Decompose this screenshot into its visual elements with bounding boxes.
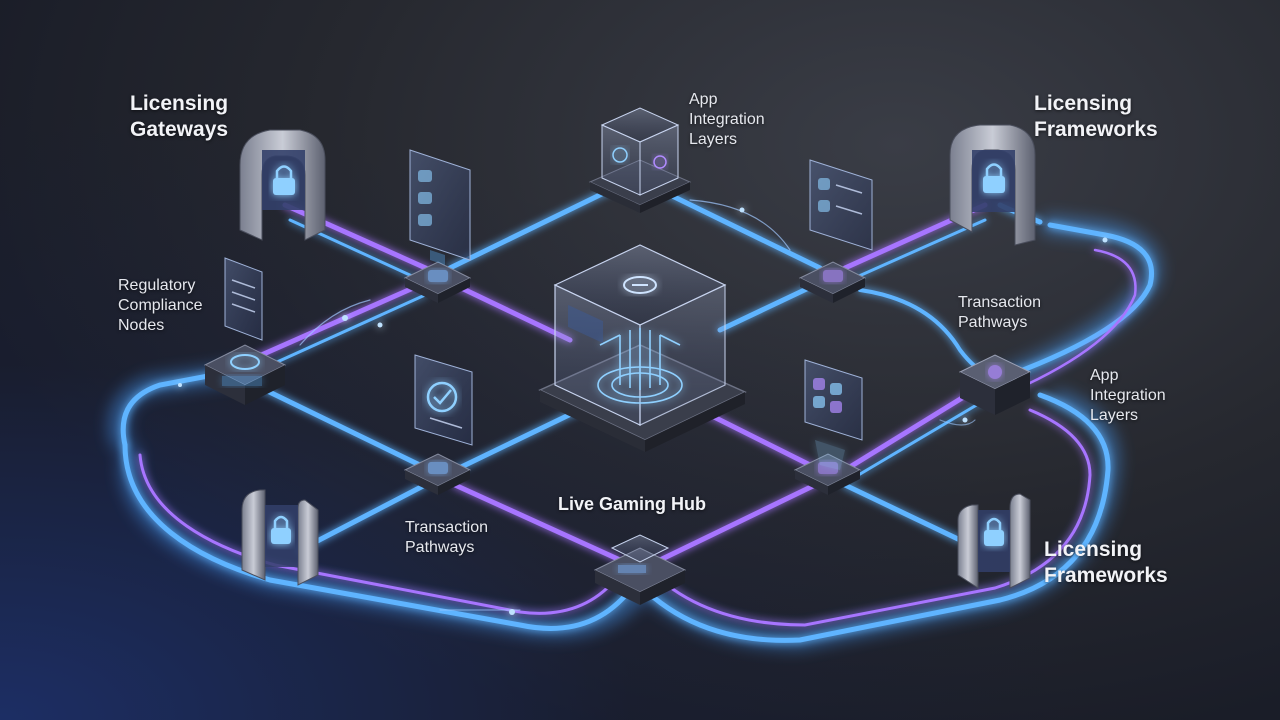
junction-node-3 <box>403 453 472 495</box>
path-node3-to-gateway-bottom <box>297 482 428 553</box>
path-node3-to-node5 <box>452 482 623 563</box>
hub-core-circuit <box>597 328 683 404</box>
regulatory-compliance-node <box>203 344 287 405</box>
path-appcube-to-node2 <box>657 187 823 271</box>
thin-trace-2 <box>689 199 791 251</box>
outer-loop-bottom-left <box>122 442 633 631</box>
bottom-hub-node <box>593 534 687 605</box>
outer-loop-right <box>1007 222 1154 378</box>
outer-loop-left <box>120 367 243 448</box>
outer-loop-bottom-right <box>637 392 1111 643</box>
label-licensing-gateways: Licensing Gateways <box>130 92 229 141</box>
label-app-integration-right: App Integration Layers <box>1090 367 1166 424</box>
live-gaming-hub <box>538 244 747 452</box>
path-node4-to-transaction-blue <box>848 398 987 482</box>
dashboard-panel-left-top <box>409 149 471 265</box>
label-transaction-pathways-right: Transaction Pathways <box>958 294 1041 331</box>
licensing-framework-bottom-right <box>957 493 1031 589</box>
padlock-icon <box>983 163 1005 193</box>
path-node4-to-frameworks-bottom <box>842 482 963 543</box>
dashboard-panel-regulatory <box>224 257 263 341</box>
path-node2-to-hub <box>717 282 818 333</box>
hub-logo-icon <box>623 276 657 294</box>
path-regulatory-to-node3 <box>252 382 433 473</box>
path-regulatory-to-node1-blue <box>253 293 427 374</box>
app-grid-panel <box>804 359 863 470</box>
outer-loop-right-violet <box>1013 248 1137 392</box>
padlock-icon <box>273 165 295 195</box>
outer-loop-bottom-right-violet <box>653 408 1092 627</box>
path-node1-to-hub <box>452 282 573 343</box>
label-licensing-frameworks-top: Licensing Frameworks <box>1034 92 1158 141</box>
label-app-integration-top: App Integration Layers <box>689 91 765 148</box>
transaction-node-right <box>958 354 1032 415</box>
label-licensing-frameworks-bottom: Licensing Frameworks <box>1044 538 1168 587</box>
licensing-framework-top-right <box>949 124 1036 246</box>
junction-node-4 <box>793 453 862 495</box>
path-node4-to-node5 <box>657 482 818 563</box>
outer-loop-bottom-left-violet <box>138 453 617 615</box>
licensing-gateway-bottom-left <box>241 489 319 586</box>
app-integration-cube-top <box>588 107 692 213</box>
label-transaction-pathways-bottom: Transaction Pathways <box>405 519 488 556</box>
path-node2-to-frameworks-blue <box>848 218 987 282</box>
label-live-gaming-hub: Live Gaming Hub <box>558 494 707 514</box>
path-node4-to-transaction <box>842 387 978 473</box>
path-node1-to-appcube <box>447 187 613 271</box>
padlock-icon <box>984 517 1004 546</box>
thin-trace-4 <box>939 419 976 426</box>
shield-panel <box>414 354 473 446</box>
junction-node-1 <box>403 261 472 303</box>
thin-trace-1 <box>299 299 371 346</box>
junction-node-2 <box>798 261 867 303</box>
shield-check-icon <box>426 381 458 413</box>
padlock-icon <box>271 515 291 544</box>
licensing-gateway-top-left <box>239 129 326 241</box>
path-regulatory-to-node1 <box>247 282 423 363</box>
dashboard-panel-right-top <box>809 159 873 251</box>
signal-dots <box>178 207 1108 615</box>
label-regulatory-compliance: Regulatory Compliance Nodes <box>118 277 203 334</box>
